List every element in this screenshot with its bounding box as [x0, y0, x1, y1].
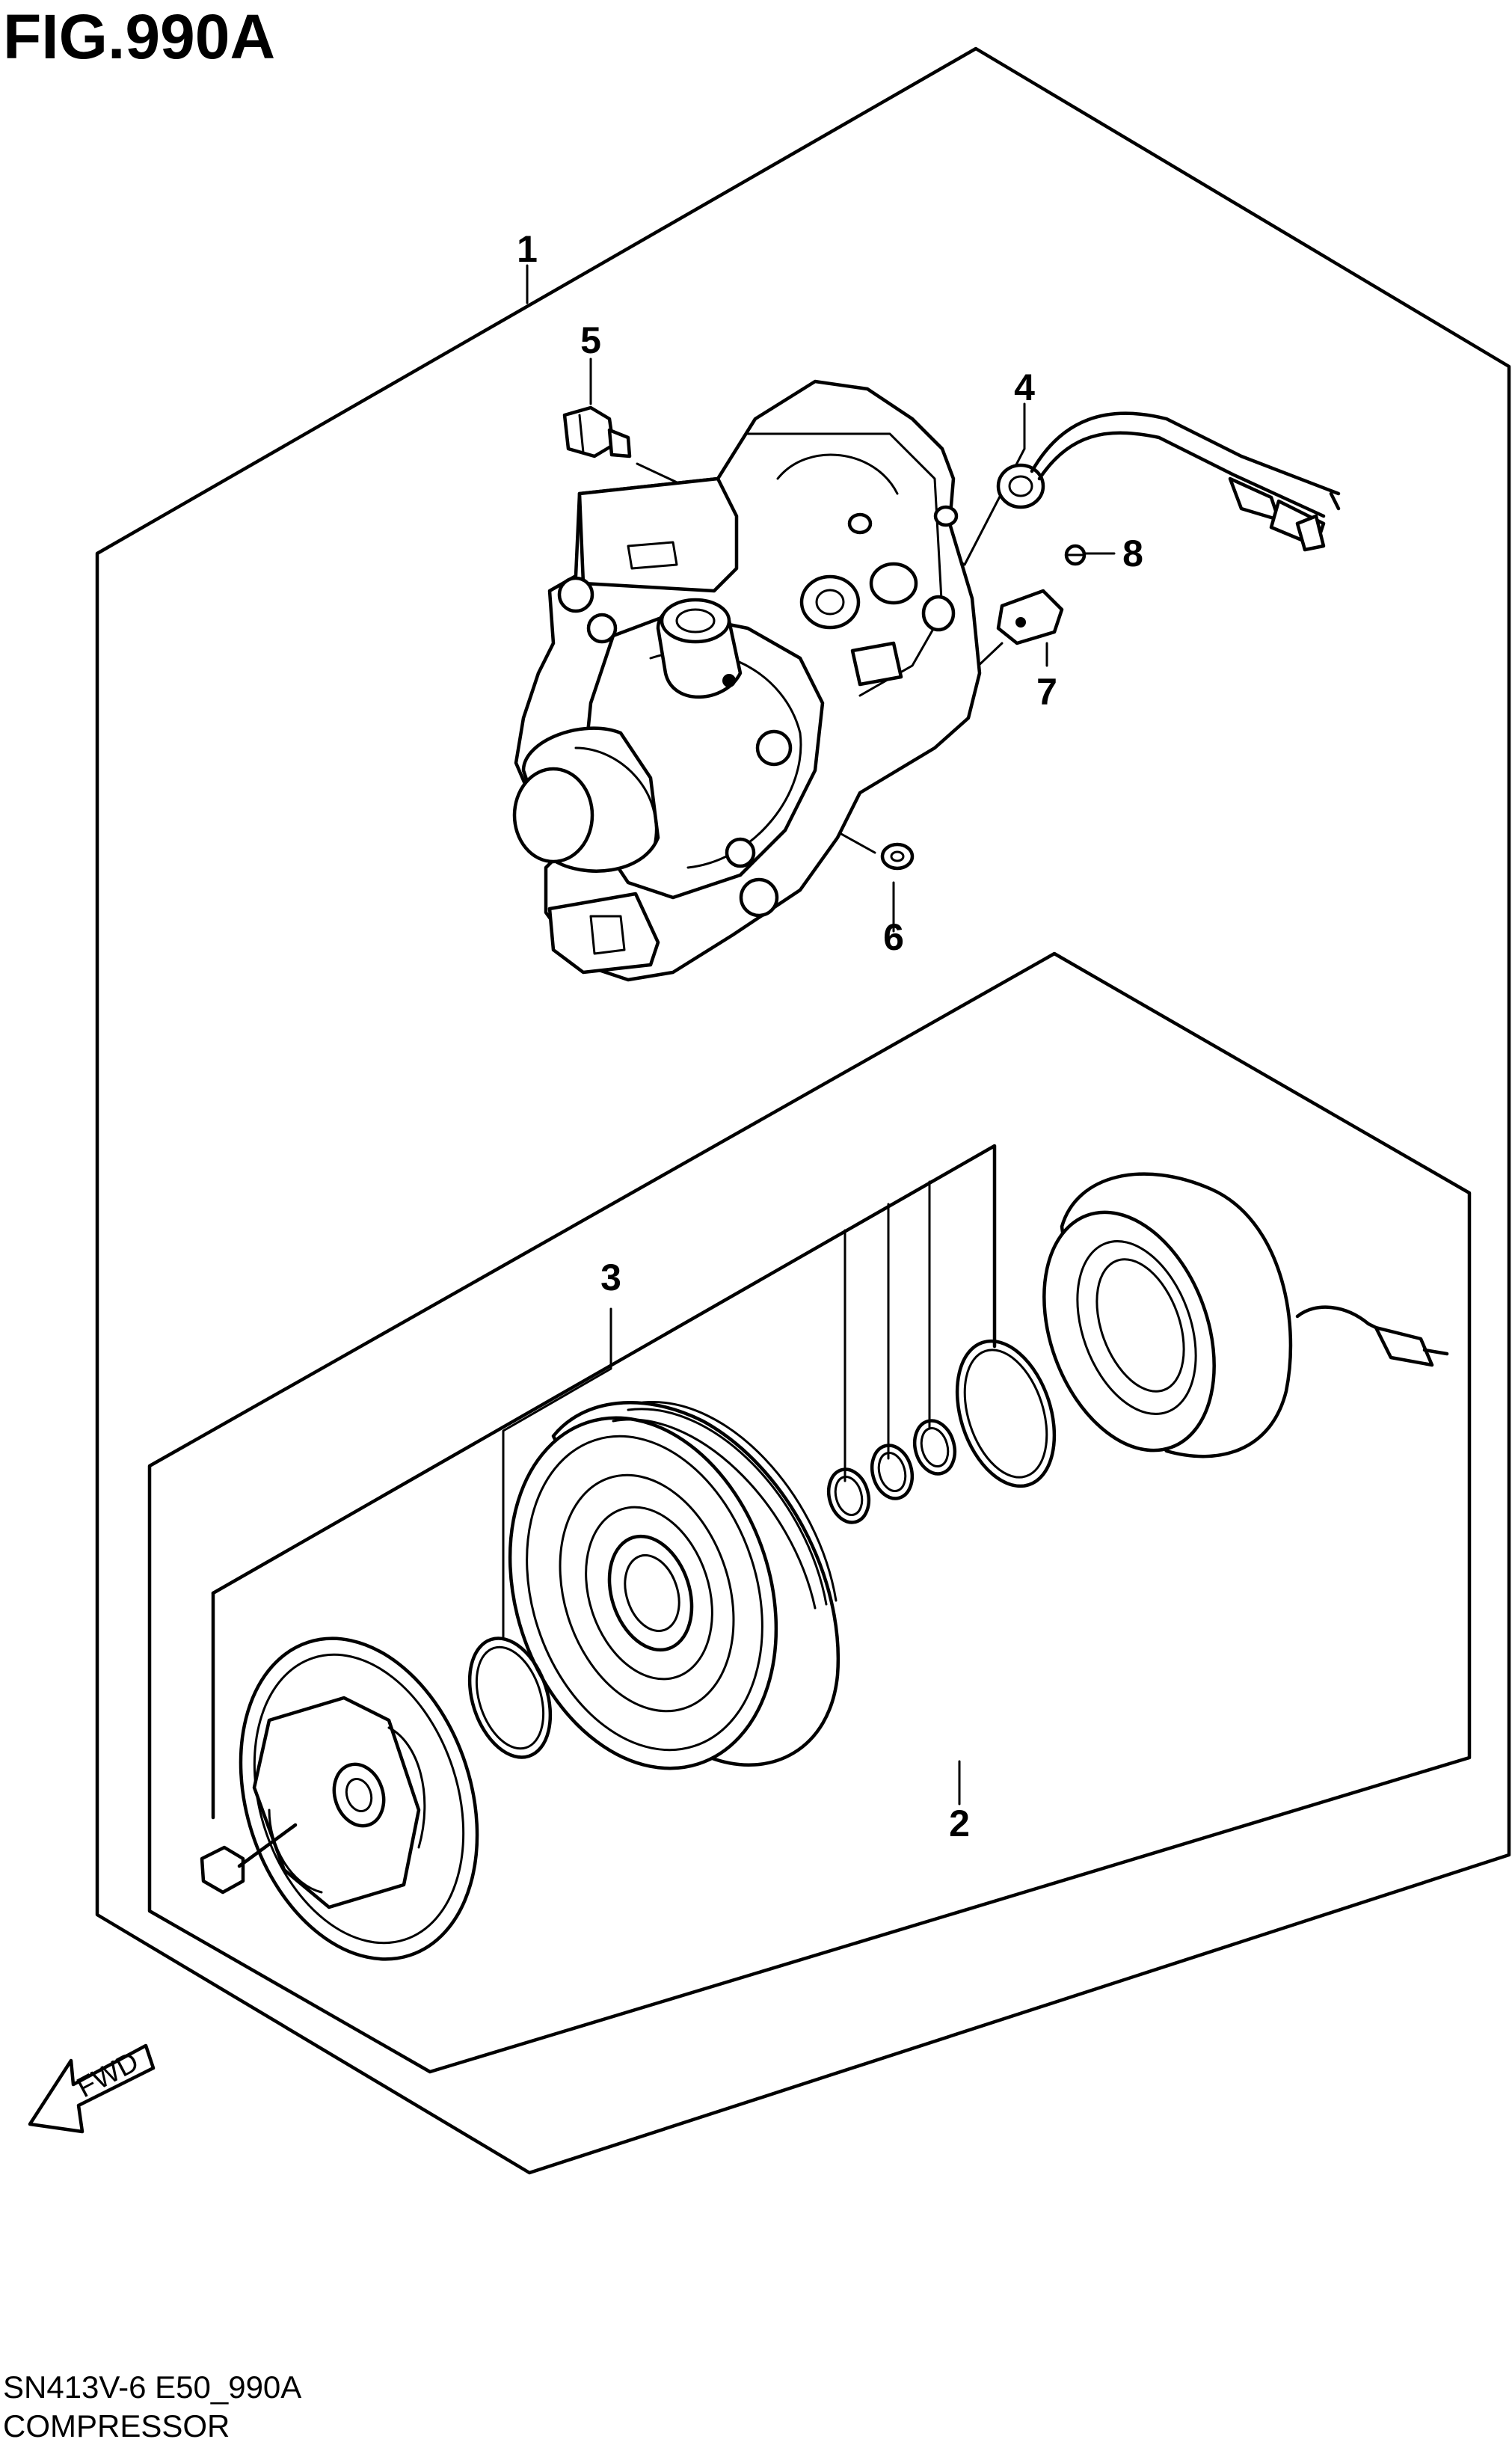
callout-3: 3 [600, 1257, 621, 1298]
sensor-part-4 [996, 411, 1341, 552]
shaft-boss [512, 767, 594, 864]
port-a [799, 574, 861, 630]
assembly-frame-outer [95, 46, 1511, 2175]
callout-6: 6 [883, 916, 904, 958]
pulley [508, 1401, 840, 1770]
callout-1: 1 [517, 228, 538, 270]
armature-hub [239, 1636, 479, 1961]
figure-title: FIG.990A [3, 1, 275, 72]
bolt-a [557, 576, 594, 613]
callout-5: 5 [580, 319, 601, 361]
fwd-arrow: FWD [28, 2043, 156, 2134]
shim-set [826, 1419, 957, 1524]
callout-4: 4 [1014, 366, 1035, 408]
figure-code: SN413V-6 E50_990A [3, 2369, 301, 2405]
callout-7: 7 [1036, 671, 1057, 713]
bolt-part-6 [880, 842, 915, 871]
hub-bolt [200, 1823, 298, 1895]
fwd-label: FWD [72, 2046, 144, 2105]
leader-3 [502, 1307, 612, 1639]
field-coil [1042, 1172, 1449, 1458]
snap-ring-large [955, 1339, 1057, 1488]
screw-part-8 [1064, 544, 1087, 566]
snap-ring-small [467, 1636, 553, 1759]
hub-subframe [211, 1144, 997, 1595]
clutch-frame [147, 951, 1472, 2074]
figure-name: COMPRESSOR [3, 2408, 230, 2444]
callout-8: 8 [1122, 533, 1143, 574]
bracket-part-7 [996, 589, 1064, 645]
compressor-body [512, 379, 982, 982]
callout-2: 2 [949, 1803, 970, 1844]
plug-part-5 [562, 405, 632, 458]
